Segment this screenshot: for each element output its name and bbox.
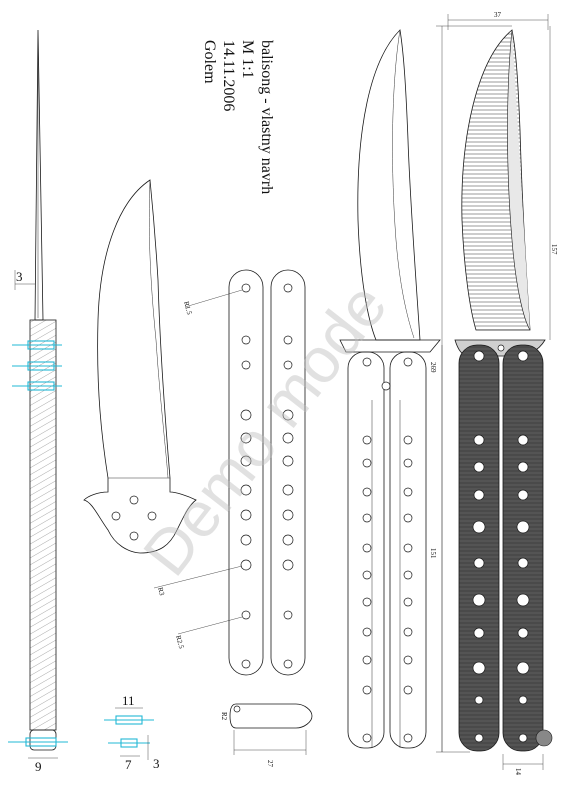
title-block: balisong - vlastny navrh M 1:1 14.11.200… [201, 40, 275, 194]
dim-pin-length: 11 [122, 693, 135, 708]
latch-detail: R2 27 [220, 703, 313, 768]
assembled-outline [339, 29, 441, 749]
dim-total-length: 269 [429, 362, 437, 373]
dim-pin-small: 7 [125, 757, 132, 772]
dim-handle-length: 151 [429, 548, 437, 559]
dim-latch-length: 27 [266, 760, 274, 768]
dim-pin-offset: 3 [153, 756, 160, 771]
rendered-assembly: 37 157 269 151 14 [429, 11, 558, 776]
dim-blade-thickness: 3 [16, 269, 23, 284]
title-line-2: M 1:1 [239, 40, 256, 79]
dim-handle-width: 9 [35, 759, 42, 774]
dim-radius-top: R1.5 [182, 300, 193, 316]
pin-details: 11 7 3 [104, 693, 160, 772]
handle-left [228, 269, 264, 676]
dim-radius-mid: R3 [156, 586, 166, 596]
dim-latch-small: R2 [220, 712, 228, 721]
title-line-3: 14.11.2006 [220, 40, 237, 111]
flat-handles: R1.5 R3 R2.5 [153, 269, 306, 676]
title-line-4: Golem [201, 40, 218, 84]
handle-right [270, 269, 306, 676]
dim-total-width: 37 [494, 11, 502, 19]
dim-blade-length: 157 [550, 244, 558, 255]
dim-handle-bottom-width: 14 [514, 768, 522, 776]
side-view: 3 9 [8, 29, 68, 774]
demo-watermark: Demo mode [129, 270, 400, 589]
dim-radius-low: R2.5 [174, 634, 185, 650]
blade-profile [83, 179, 197, 554]
title-line-1: balisong - vlastny navrh [258, 40, 275, 194]
